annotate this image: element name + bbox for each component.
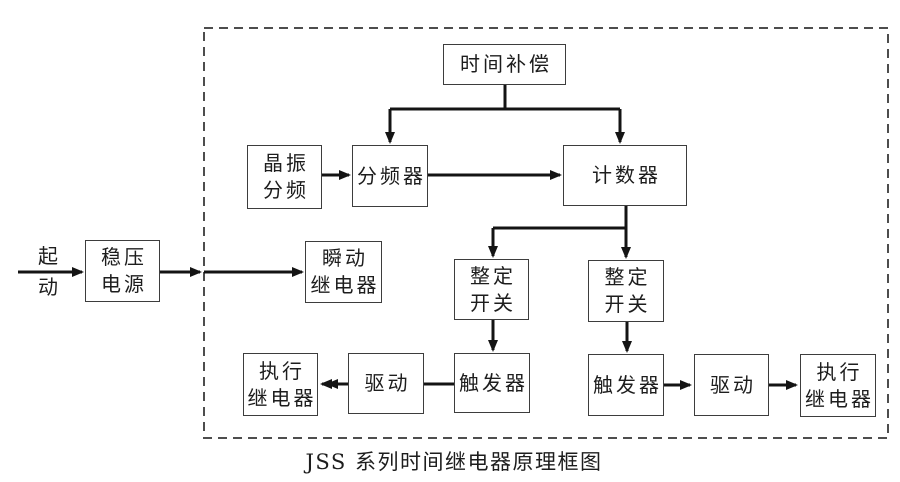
box-setting-switch-left: 整定 开关	[454, 259, 529, 320]
box-label-line2: 继电器	[310, 273, 380, 297]
box-label-line2: 电源	[101, 272, 147, 296]
box-label-line2: 继电器	[805, 386, 874, 411]
box-exec-relay-left: 执行 继电器	[243, 353, 318, 416]
line-compensation-branch	[390, 85, 620, 111]
box-label: 分频器	[357, 163, 426, 188]
box-label-line2: 分频	[263, 178, 309, 202]
box-trigger-left: 触发器	[454, 353, 530, 413]
box-label-line1: 瞬动	[322, 246, 368, 270]
dashed-boundary	[203, 27, 889, 439]
box-frequency-divider: 分频器	[352, 145, 428, 207]
start-label-line1: 起	[38, 244, 58, 268]
start-input-label: 起 动	[26, 241, 70, 303]
box-time-compensation: 时间补偿	[443, 44, 566, 85]
box-label-line1: 晶振	[263, 151, 309, 175]
box-drive-left: 驱动	[348, 353, 424, 414]
line-counter-branch	[493, 206, 628, 230]
box-label: 触发器	[459, 370, 528, 395]
box-label-line2: 继电器	[247, 385, 317, 410]
box-label-line1: 稳压	[101, 245, 147, 269]
box-regulated-power: 稳压 电源	[85, 240, 160, 302]
box-label-line1: 执行	[259, 358, 305, 383]
box-drive-right: 驱动	[694, 354, 769, 416]
box-label-line2: 开关	[604, 292, 651, 316]
box-counter: 计数器	[563, 145, 687, 206]
box-label: 驱动	[710, 372, 756, 397]
box-label-line2: 开关	[470, 290, 516, 315]
box-label: 触发器	[593, 372, 662, 397]
box-setting-switch-right: 整定 开关	[588, 260, 664, 322]
box-crystal-oscillator-divider: 晶振 分频	[247, 145, 322, 209]
box-label-line1: 整定	[604, 265, 651, 289]
box-label: 计数器	[592, 163, 661, 187]
box-label: 驱动	[364, 371, 411, 395]
box-instant-relay: 瞬动 继电器	[305, 241, 382, 303]
box-label: 时间补偿	[460, 52, 552, 76]
box-label-line1: 整定	[470, 263, 516, 288]
box-trigger-right: 触发器	[588, 354, 664, 416]
box-exec-relay-right: 执行 继电器	[800, 354, 876, 417]
start-label-line2: 动	[38, 275, 58, 299]
diagram-caption: JSS 系列时间继电器原理框图	[305, 450, 603, 474]
box-label-line1: 执行	[816, 359, 863, 384]
